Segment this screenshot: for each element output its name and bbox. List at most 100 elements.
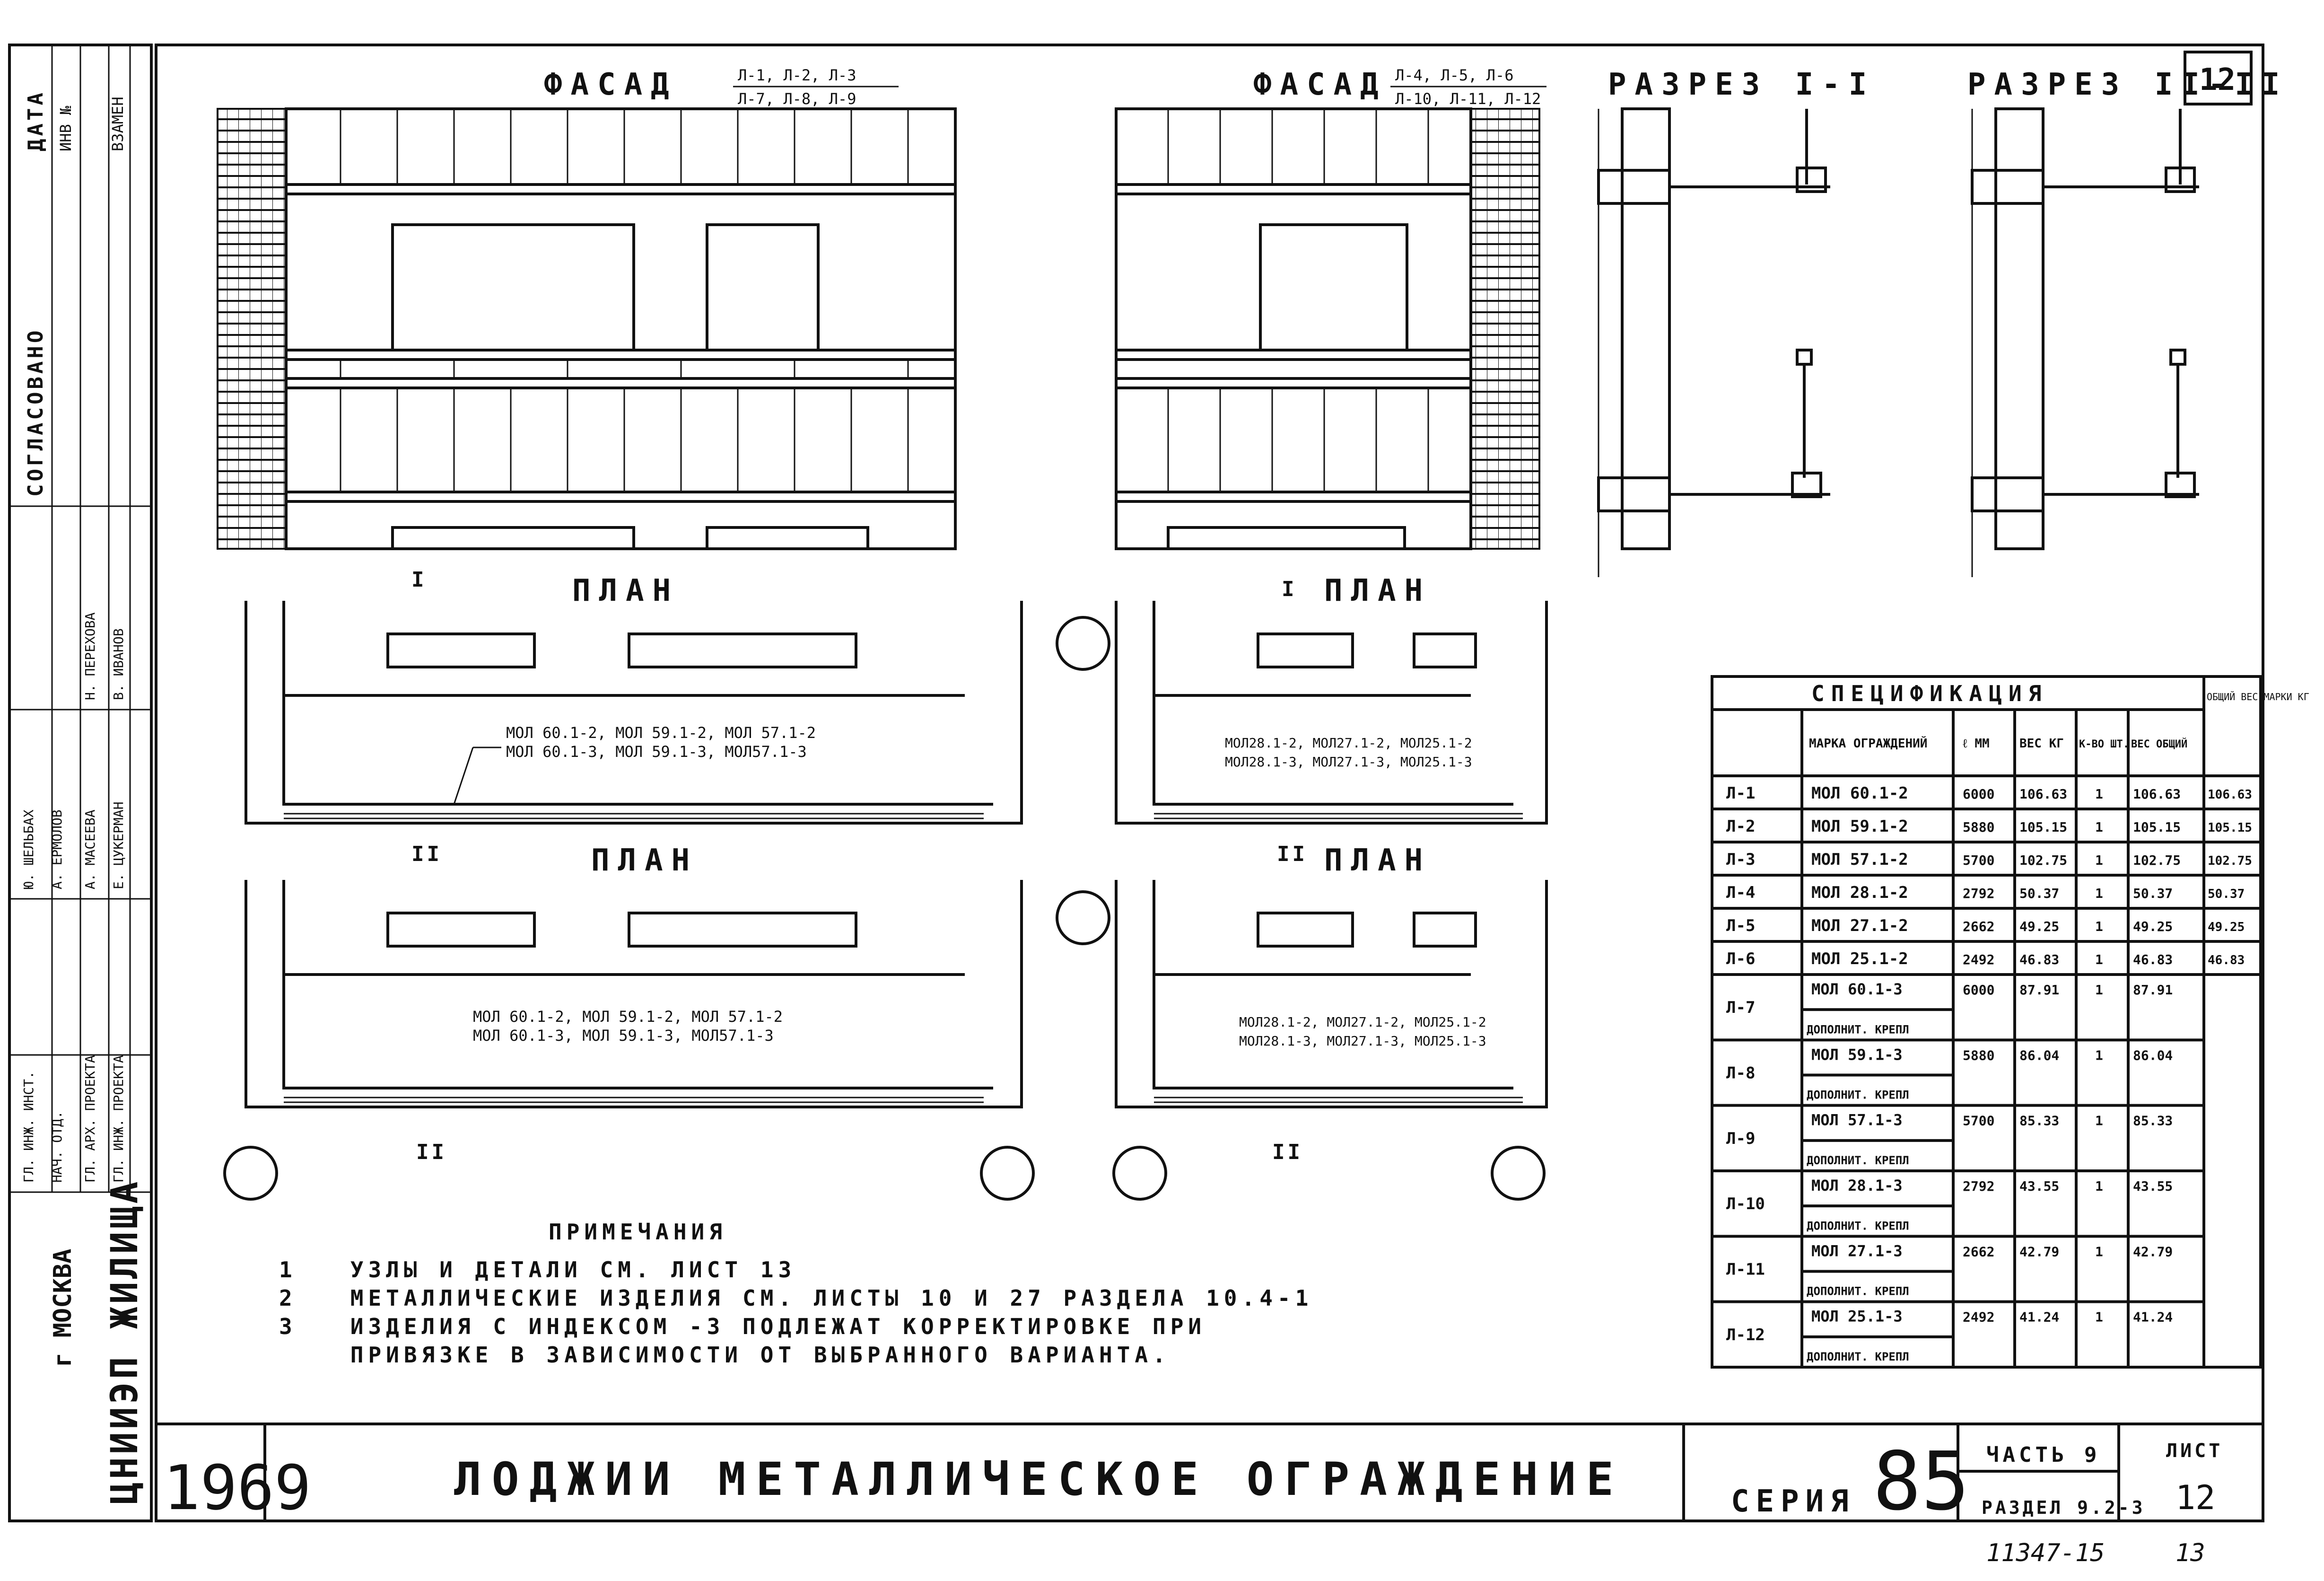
spec-row-extra: ДОПОЛНИТ. КРЕПЛ xyxy=(1807,1285,1909,1298)
spec-row-weight: 49.25 xyxy=(2019,919,2059,934)
spec-row-weight: 50.37 xyxy=(2019,886,2059,901)
spec-row-weight: 102.75 xyxy=(2019,852,2067,868)
spec-row-extra: ДОПОЛНИТ. КРЕПЛ xyxy=(1807,1089,1909,1102)
spec-row-item: МОЛ 25.1-3 xyxy=(1811,1308,1903,1326)
spec-row-qty: 1 xyxy=(2095,952,2103,967)
spec-row-mark: Л-8 xyxy=(1726,1064,1755,1083)
facade-right: ФАСАД Л-4, Л-5, Л-6 Л-10, Л-11, Л-12 xyxy=(1115,66,1546,550)
spec-row-total-weight: 106.63 xyxy=(2133,786,2181,802)
plan-left-top-label-1: МОЛ 60.1-2, МОЛ 59.1-2, МОЛ 57.1-2 xyxy=(506,724,816,742)
spec-row-item: МОЛ 27.1-2 xyxy=(1811,916,1908,935)
part: ЧАСТЬ 9 xyxy=(1986,1443,2100,1467)
spec-row-qty: 1 xyxy=(2095,852,2103,868)
plan-left-bottom-label-2: МОЛ 60.1-3, МОЛ 59.1-3, МОЛ57.1-3 xyxy=(473,1027,774,1045)
note-2: 2 МЕТАЛЛИЧЕСКИЕ ИЗДЕЛИЯ СМ. ЛИСТЫ 10 И 2… xyxy=(279,1285,1313,1311)
spec-row-qty: 1 xyxy=(2095,886,2103,901)
plan-left-bottom-title: ПЛАН xyxy=(591,843,698,878)
spec-row-mark-total: 50.37 xyxy=(2208,887,2245,901)
spec-row-weight: 87.91 xyxy=(2019,982,2059,998)
spec-row-mark: Л-12 xyxy=(1726,1326,1765,1344)
spec-row-len: 2492 xyxy=(1963,1309,1994,1325)
spec-header-mark: МАРКА ОГРАЖДЕНИЙ xyxy=(1809,736,1927,751)
spec-row-weight: 46.83 xyxy=(2019,952,2059,967)
plan-left-bottom-label-1: МОЛ 60.1-2, МОЛ 59.1-2, МОЛ 57.1-2 xyxy=(473,1008,783,1026)
stamp-name-3: А. МАСЕЕВА xyxy=(82,809,98,889)
spec-row-total-weight: 105.15 xyxy=(2133,819,2181,835)
spec-title: СПЕЦИФИКАЦИЯ xyxy=(1811,681,2048,706)
sheet-number: 12 xyxy=(2199,62,2236,97)
side-stamp: ДАТА ИНВ № ВЗАМЕН СОГЛАСОВАНО ГЛ. ИНЖ. И… xyxy=(8,44,153,1522)
spec-row-item: МОЛ 28.1-3 xyxy=(1811,1177,1903,1195)
spec-row-total-weight: 85.33 xyxy=(2133,1113,2173,1129)
spec-row-item: МОЛ 60.1-3 xyxy=(1811,980,1903,998)
stamp-role-4: ГЛ. ИНЖ. ПРОЕКТА xyxy=(111,1055,126,1183)
spec-row-mark: Л-5 xyxy=(1726,916,1755,935)
stamp-agreed: СОГЛАСОВАНО xyxy=(24,328,48,497)
plan-right-bottom-title: ПЛАН xyxy=(1324,843,1431,878)
stamp-inv: ИНВ № xyxy=(57,105,75,151)
sheet-frame xyxy=(155,44,2264,1522)
note-1: 1 УЗЛЫ И ДЕТАЛИ СМ. ЛИСТ 13 xyxy=(279,1257,796,1282)
spec-row-weight: 41.24 xyxy=(2019,1309,2059,1325)
spec-row-weight: 86.04 xyxy=(2019,1047,2059,1063)
spec-row-weight: 42.79 xyxy=(2019,1244,2059,1259)
spec-table: СПЕЦИФИКАЦИЯ ОБЩИЙ ВЕС МАРКИ КГ МАРКА ОГ… xyxy=(1711,675,2309,1369)
spec-row-mark-total: 102.75 xyxy=(2208,854,2252,868)
spec-row-item: МОЛ 60.1-2 xyxy=(1811,784,1908,803)
spec-row-item: МОЛ 59.1-3 xyxy=(1811,1045,1903,1063)
plan-right-top: ПЛАН I МОЛ28.1-2, МОЛ27.1-2, МОЛ25.1-2 М… xyxy=(1056,573,1548,825)
spec-row-extra: ДОПОЛНИТ. КРЕПЛ xyxy=(1807,1154,1909,1167)
plan-right-top-label-1: МОЛ28.1-2, МОЛ27.1-2, МОЛ25.1-2 xyxy=(1225,735,1472,751)
stamp-name-2: А. ЕРМОЛОВ xyxy=(49,809,65,889)
facade-right-marks-top: Л-4, Л-5, Л-6 xyxy=(1395,66,1513,84)
plan-right-top-label-2: МОЛ28.1-3, МОЛ27.1-3, МОЛ25.1-3 xyxy=(1225,754,1472,770)
spec-row-len: 2792 xyxy=(1963,1178,1994,1194)
spec-row-total-weight: 87.91 xyxy=(2133,982,2173,998)
spec-row-len: 5700 xyxy=(1963,852,1994,868)
stamp-replace: ВЗАМЕН xyxy=(109,97,127,151)
spec-row-qty: 1 xyxy=(2095,786,2103,802)
section-1: РАЗРЕЗ I-I xyxy=(1597,67,1867,577)
spec-row-mark: Л-10 xyxy=(1726,1195,1765,1213)
plan-left-top: ПЛАН I МОЛ 60.1-2, МОЛ 59.1-2, МОЛ 57.1-… xyxy=(245,568,1023,825)
plan-right-bottom: ПЛАН II МОЛ28.1-2, МОЛ27.1-2, МОЛ25.1-2 … xyxy=(1112,842,1548,1201)
plan-right-bottom-label-2: МОЛ28.1-3, МОЛ27.1-3, МОЛ25.1-3 xyxy=(1239,1033,1486,1049)
spec-row-total-weight: 42.79 xyxy=(2133,1244,2173,1259)
section-2-title: РАЗРЕЗ II-II xyxy=(1967,67,2288,102)
spec-row-len: 5700 xyxy=(1963,1113,1994,1129)
stamp-date: ДАТА xyxy=(24,90,48,151)
spec-row-total-weight: 43.55 xyxy=(2133,1178,2173,1194)
series-label: СЕРИЯ xyxy=(1731,1484,1855,1519)
plan-left-bottom-cut: II xyxy=(411,842,442,866)
notes-title: ПРИМЕЧАНИЯ xyxy=(549,1219,727,1245)
spec-row-len: 2492 xyxy=(1963,952,1994,967)
section-2: РАЗРЕЗ II-II xyxy=(1967,67,2288,577)
spec-row-mark: Л-2 xyxy=(1726,817,1755,836)
spec-row-total-weight: 46.83 xyxy=(2133,952,2173,967)
plan-left-bottom-cut-2: II xyxy=(416,1140,447,1164)
stamp-org: ЦНИИЭП ЖИЛИЩА xyxy=(104,1179,146,1504)
spec-row-item: МОЛ 25.1-2 xyxy=(1811,949,1908,968)
spec-row-extra: ДОПОЛНИТ. КРЕПЛ xyxy=(1807,1219,1909,1232)
spec-row-mark: Л-6 xyxy=(1726,949,1755,968)
spec-header-w: ВЕС КГ xyxy=(2019,737,2064,751)
section: РАЗДЕЛ 9.2-3 xyxy=(1982,1497,2146,1518)
spec-row-total-weight: 86.04 xyxy=(2133,1047,2173,1063)
spec-row-qty: 1 xyxy=(2095,819,2103,835)
spec-row-qty: 1 xyxy=(2095,1244,2103,1259)
spec-row-len: 5880 xyxy=(1963,1047,1994,1063)
spec-row-len: 6000 xyxy=(1963,786,1994,802)
spec-row-weight: 106.63 xyxy=(2019,786,2067,802)
stamp-role-3: ГЛ. АРХ. ПРОЕКТА xyxy=(82,1055,98,1183)
title-block: 1969 ЛОДЖИИ МЕТАЛЛИЧЕСКОЕ ОГРАЖДЕНИЕ СЕР… xyxy=(156,1423,2263,1567)
spec-row-mark: Л-7 xyxy=(1726,998,1755,1017)
spec-row-extra: ДОПОЛНИТ. КРЕПЛ xyxy=(1807,1023,1909,1036)
stamp-role-1: ГЛ. ИНЖ. ИНСТ. xyxy=(21,1071,36,1183)
plan-right-bottom-cut-2: II xyxy=(1272,1140,1303,1164)
stamp-name-1: Ю. ШЕЛЬБАХ xyxy=(21,809,36,889)
note-4: ПРИВЯЗКЕ В ЗАВИСИМОСТИ ОТ ВЫБРАННОГО ВАР… xyxy=(279,1342,1171,1368)
plan-left-top-title: ПЛАН xyxy=(572,573,679,608)
spec-row-weight: 43.55 xyxy=(2019,1178,2059,1194)
